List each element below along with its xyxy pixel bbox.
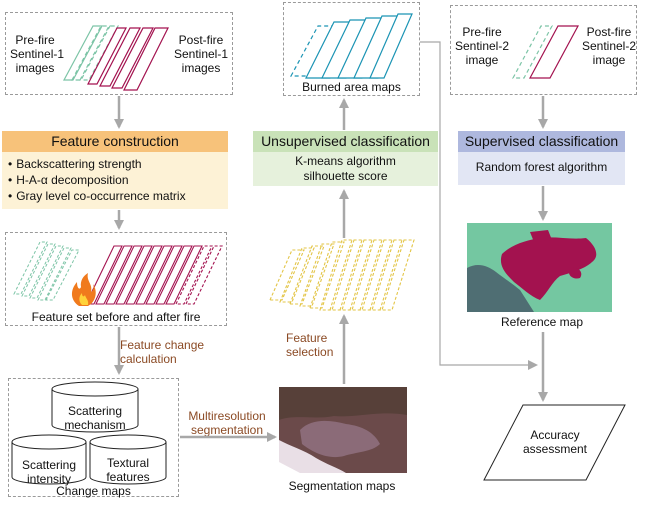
- feature-construction-title: Feature construction: [2, 131, 228, 152]
- change-maps-label: Change maps: [56, 484, 131, 498]
- accuracy-connector: [420, 41, 538, 370]
- pre-fire-sentinel1-label: Pre-fire Sentinel-1 images: [10, 33, 65, 75]
- reference-map-image: [467, 223, 612, 312]
- pre-fire-sentinel2-label: Pre-fire Sentinel-2 image: [454, 25, 510, 67]
- feature-selection-label: Feature selection: [286, 331, 334, 359]
- supervised-classification-title: Supervised classification: [458, 131, 625, 152]
- scattering-mechanism-cylinder: [51, 381, 139, 433]
- unsupervised-classification-title: Unsupervised classification: [253, 131, 438, 152]
- feature-item: Gray level co-occurrence matrix: [8, 188, 228, 204]
- reference-map-label: Reference map: [500, 315, 584, 329]
- sentinel1-input-box: [5, 12, 233, 95]
- post-fire-feature-stack: [85, 245, 223, 305]
- segmentation-map-image: [279, 387, 407, 473]
- textural-features-label: Textural features: [106, 456, 150, 484]
- segmentation-maps-label: Segmentation maps: [288, 479, 396, 493]
- accuracy-assessment-label: Accuracy assessment: [522, 428, 588, 456]
- sentinel2-input-box: [450, 5, 637, 95]
- post-fire-sar-stack: [87, 27, 169, 91]
- fire-icon: [71, 273, 96, 306]
- supervised-classification-body: Random forest algorithm: [458, 152, 625, 185]
- post-fire-optical-image: [528, 25, 580, 79]
- change-maps-box: [8, 378, 179, 497]
- burned-area-label: Burned area maps: [302, 80, 401, 94]
- burned-area-stack: [289, 13, 413, 79]
- feature-item: H-A-α decomposition: [8, 172, 228, 188]
- unsupervised-classification-body: K-means algorithm silhouette score: [253, 152, 438, 186]
- scattering-mechanism-label: Scattering mechanism: [64, 404, 126, 432]
- feature-item: Backscattering strength: [8, 156, 228, 172]
- accuracy-assessment-shape: [483, 404, 626, 481]
- multiresolution-label: Multiresolution segmentation: [188, 409, 266, 437]
- scattering-intensity-label: Scattering intensity: [21, 458, 77, 486]
- selected-feature-stack: [269, 239, 415, 311]
- pre-fire-sar-stack: [62, 25, 120, 81]
- feature-set-box: [5, 232, 227, 326]
- pre-fire-feature-stack: [13, 241, 80, 301]
- feature-set-label: Feature set before and after fire: [31, 310, 201, 324]
- post-fire-sentinel1-label: Post-fire Sentinel-1 images: [173, 33, 229, 75]
- feature-construction-body: Backscattering strength H-A-α decomposit…: [2, 152, 228, 209]
- burned-area-box: [283, 2, 420, 96]
- scattering-intensity-cylinder: [11, 434, 87, 485]
- textural-features-cylinder: [89, 434, 167, 485]
- post-fire-sentinel2-label: Post-fire Sentinel-2 image: [581, 25, 637, 67]
- feature-change-label: Feature change calculation: [120, 338, 205, 366]
- flow-arrows: [114, 96, 548, 442]
- pre-fire-optical-image: [511, 25, 554, 79]
